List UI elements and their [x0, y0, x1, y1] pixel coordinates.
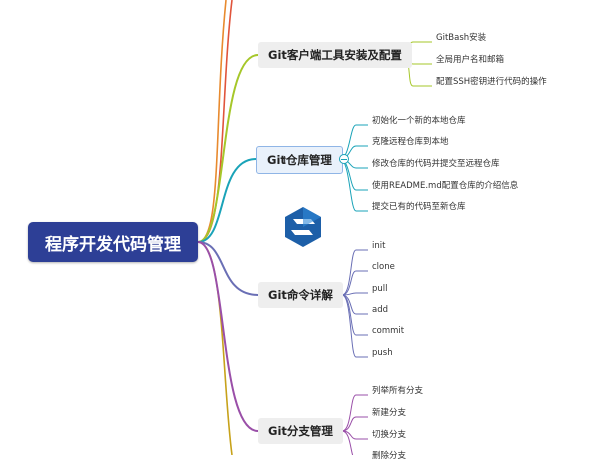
leaf-node[interactable]: 使用README.md配置仓库的介绍信息 — [372, 181, 519, 191]
leaf-node[interactable]: 删除分支 — [372, 451, 407, 461]
connector-branch-3 — [197, 241, 259, 432]
leaf-node[interactable]: clone — [372, 262, 395, 272]
connector-leaf-2-5 — [341, 294, 368, 358]
leaf-node[interactable]: 修改仓库的代码并提交至远程仓库 — [372, 159, 500, 169]
connector-leaf-3-3 — [341, 430, 354, 455]
connector-leaf-2-4 — [341, 294, 368, 336]
leaf-node[interactable]: 提交已有的代码至新仓库 — [372, 202, 466, 212]
connector-branch-1 — [197, 158, 257, 243]
branch-node-2[interactable]: Git命令详解 — [258, 282, 343, 308]
leaf-node[interactable]: commit — [372, 326, 405, 336]
branch-node-1[interactable]: Git仓库管理 — [256, 146, 343, 174]
leaf-node[interactable]: push — [372, 348, 393, 358]
root-node[interactable]: 程序开发代码管理 — [28, 222, 198, 262]
leaf-node[interactable]: 初始化一个新的本地仓库 — [372, 116, 466, 126]
connector-leaf-1-4 — [339, 158, 368, 212]
connector-branch-0 — [197, 54, 259, 243]
leaf-node[interactable]: 全局用户名和邮箱 — [436, 55, 505, 65]
leaf-node[interactable]: 切换分支 — [372, 430, 407, 440]
connector-leaf-2-2 — [341, 292, 368, 296]
connector-leaf-2-0 — [341, 249, 368, 296]
branch-node-0[interactable]: Git客户端工具安装及配置 — [258, 42, 412, 68]
leaf-node[interactable]: 克隆远程仓库到本地 — [372, 137, 449, 147]
connector-leaf-2-1 — [341, 270, 368, 296]
leaf-node[interactable]: GitBash安装 — [436, 33, 487, 43]
connector-branch-2 — [197, 241, 259, 296]
leaf-node[interactable]: add — [372, 305, 388, 315]
leaf-node[interactable]: pull — [372, 284, 388, 294]
connector-leaf-3-1 — [341, 416, 368, 432]
branch-node-3[interactable]: Git分支管理 — [258, 418, 343, 444]
collapse-toggle-icon[interactable] — [339, 154, 349, 164]
connector-leaf-3-0 — [341, 394, 368, 432]
app-logo-icon — [285, 207, 321, 247]
connector-leaf-3-2 — [341, 430, 368, 440]
leaf-node[interactable]: 列举所有分支 — [372, 386, 424, 396]
leaf-node[interactable]: 新建分支 — [372, 408, 407, 418]
leaf-node[interactable]: 配置SSH密钥进行代码的操作 — [436, 77, 547, 87]
cursor-icon: I — [283, 154, 287, 167]
leaf-node[interactable]: init — [372, 241, 386, 251]
